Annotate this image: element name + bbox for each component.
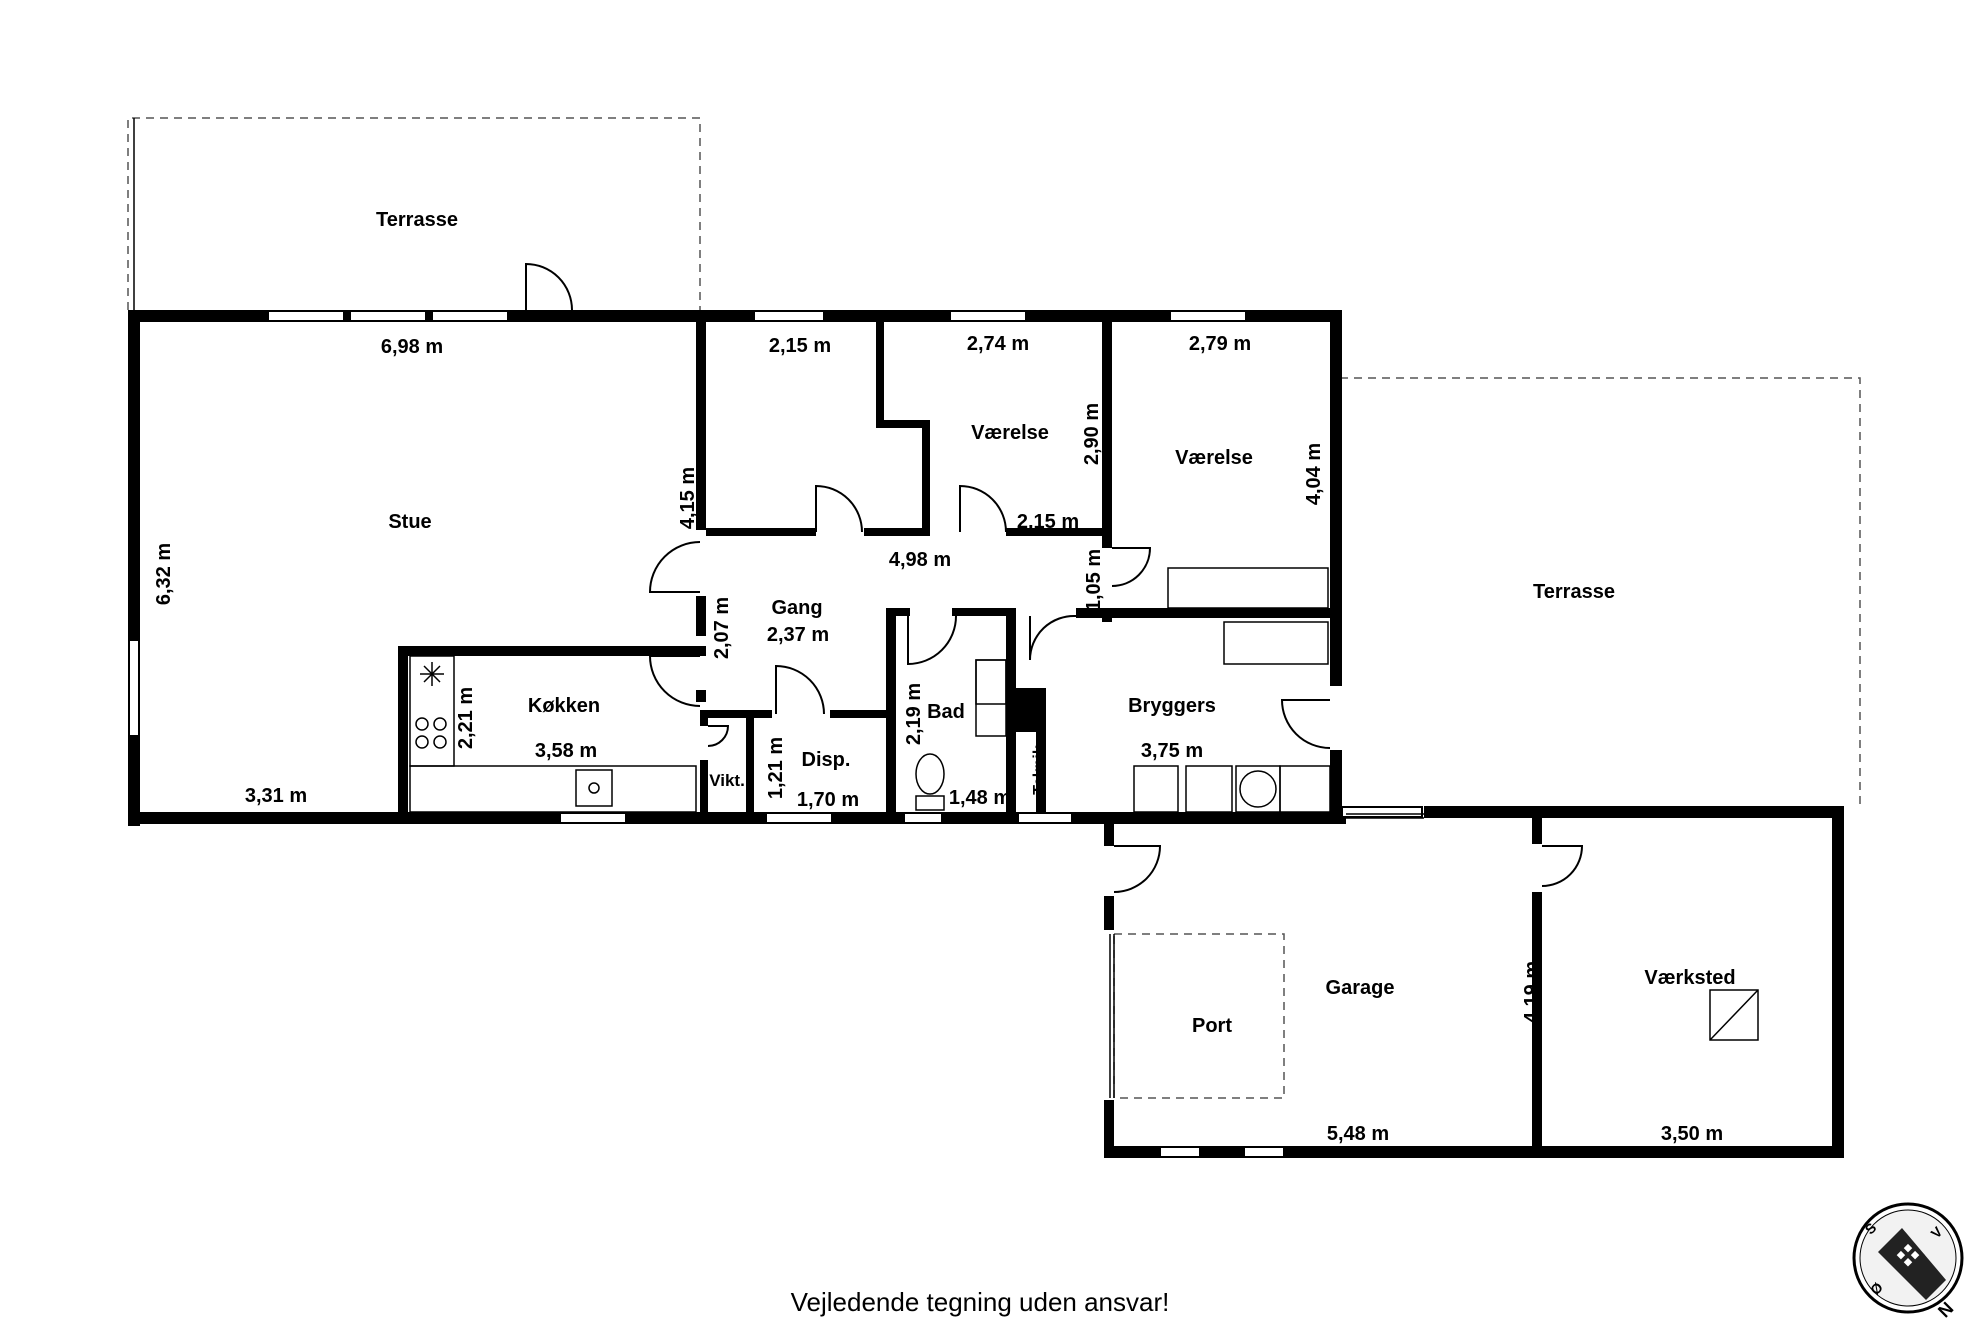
room-label-bryggers: Bryggers xyxy=(1128,695,1216,717)
dim-vaerelse1-inner: 2,15 m xyxy=(1017,511,1079,533)
dim-bad-height: 2,19 m xyxy=(903,683,925,745)
dim-gang-side: 2,07 m xyxy=(711,597,733,659)
dim-stue-width: 6,98 m xyxy=(381,336,443,358)
dim-gang-small: 1,05 m xyxy=(1083,549,1105,611)
garage-port xyxy=(1109,933,1285,1099)
dim-stue-bottom: 3,31 m xyxy=(245,785,307,807)
room-label-terrasse-right: Terrasse xyxy=(1533,581,1615,603)
terrace-outlines xyxy=(127,117,1861,810)
room-label-vikt: Vikt. xyxy=(709,771,745,790)
dim-room-a-width: 2,15 m xyxy=(769,335,831,357)
dim-koekken-height: 2,21 m xyxy=(455,687,477,749)
dim-bryggers-width: 3,75 m xyxy=(1141,740,1203,762)
dim-vaerelse2-height: 4,04 m xyxy=(1303,443,1325,505)
dim-disp-height: 1,21 m xyxy=(765,737,787,799)
dim-gang: 2,37 m xyxy=(767,624,829,646)
compass-icon: N S V Ø xyxy=(1852,1202,1964,1321)
dimension-labels: 6,98 m 6,32 m 3,31 m 2,15 m 4,15 m 2,74 … xyxy=(153,333,1723,1145)
toilet-icon xyxy=(915,753,945,795)
room-label-disp: Disp. xyxy=(802,749,851,771)
dim-garage-width: 5,48 m xyxy=(1327,1123,1389,1145)
room-label-vaerksted: Værksted xyxy=(1644,967,1735,989)
room-label-vaerelse-2: Værelse xyxy=(1175,447,1253,469)
dim-koekken-width: 3,58 m xyxy=(535,740,597,762)
dim-vaerelse2-width: 2,79 m xyxy=(1189,333,1251,355)
disclaimer: Vejledende tegning uden ansvar! xyxy=(791,1287,1170,1317)
room-label-koekken: Køkken xyxy=(528,695,600,717)
dim-gang-width: 4,98 m xyxy=(889,549,951,571)
room-label-stue: Stue xyxy=(388,511,431,533)
dim-garage-height: 4,19 m xyxy=(1521,961,1543,1023)
room-labels: Terrasse Stue Værelse Værelse Terrasse G… xyxy=(376,209,1736,1037)
dim-stue-height: 6,32 m xyxy=(153,543,175,605)
doors xyxy=(525,262,1584,893)
room-label-bad: Bad xyxy=(927,701,965,723)
room-label-vaerelse-1: Værelse xyxy=(971,422,1049,444)
dim-room-a-height: 4,15 m xyxy=(677,467,699,529)
washer-icon xyxy=(1133,765,1179,813)
room-label-gang: Gang xyxy=(771,597,822,619)
room-label-port: Port xyxy=(1192,1015,1232,1037)
room-label-teknik: Teknik xyxy=(1031,745,1048,795)
dim-bad-width: 1,48 m xyxy=(949,787,1011,809)
dim-disp-width: 1,70 m xyxy=(797,789,859,811)
room-label-garage: Garage xyxy=(1326,977,1395,999)
dim-vaerelse1-width: 2,74 m xyxy=(967,333,1029,355)
room-label-terrasse-top: Terrasse xyxy=(376,209,458,231)
sink-icon xyxy=(575,769,613,807)
windows xyxy=(128,310,1423,1158)
dim-vaerksted-width: 3,50 m xyxy=(1661,1123,1723,1145)
fixtures xyxy=(409,567,1759,1041)
skylight-icon xyxy=(1709,989,1759,1041)
dim-vaerelse1-height: 2,90 m xyxy=(1081,403,1103,465)
snowflake-icon xyxy=(420,662,444,686)
